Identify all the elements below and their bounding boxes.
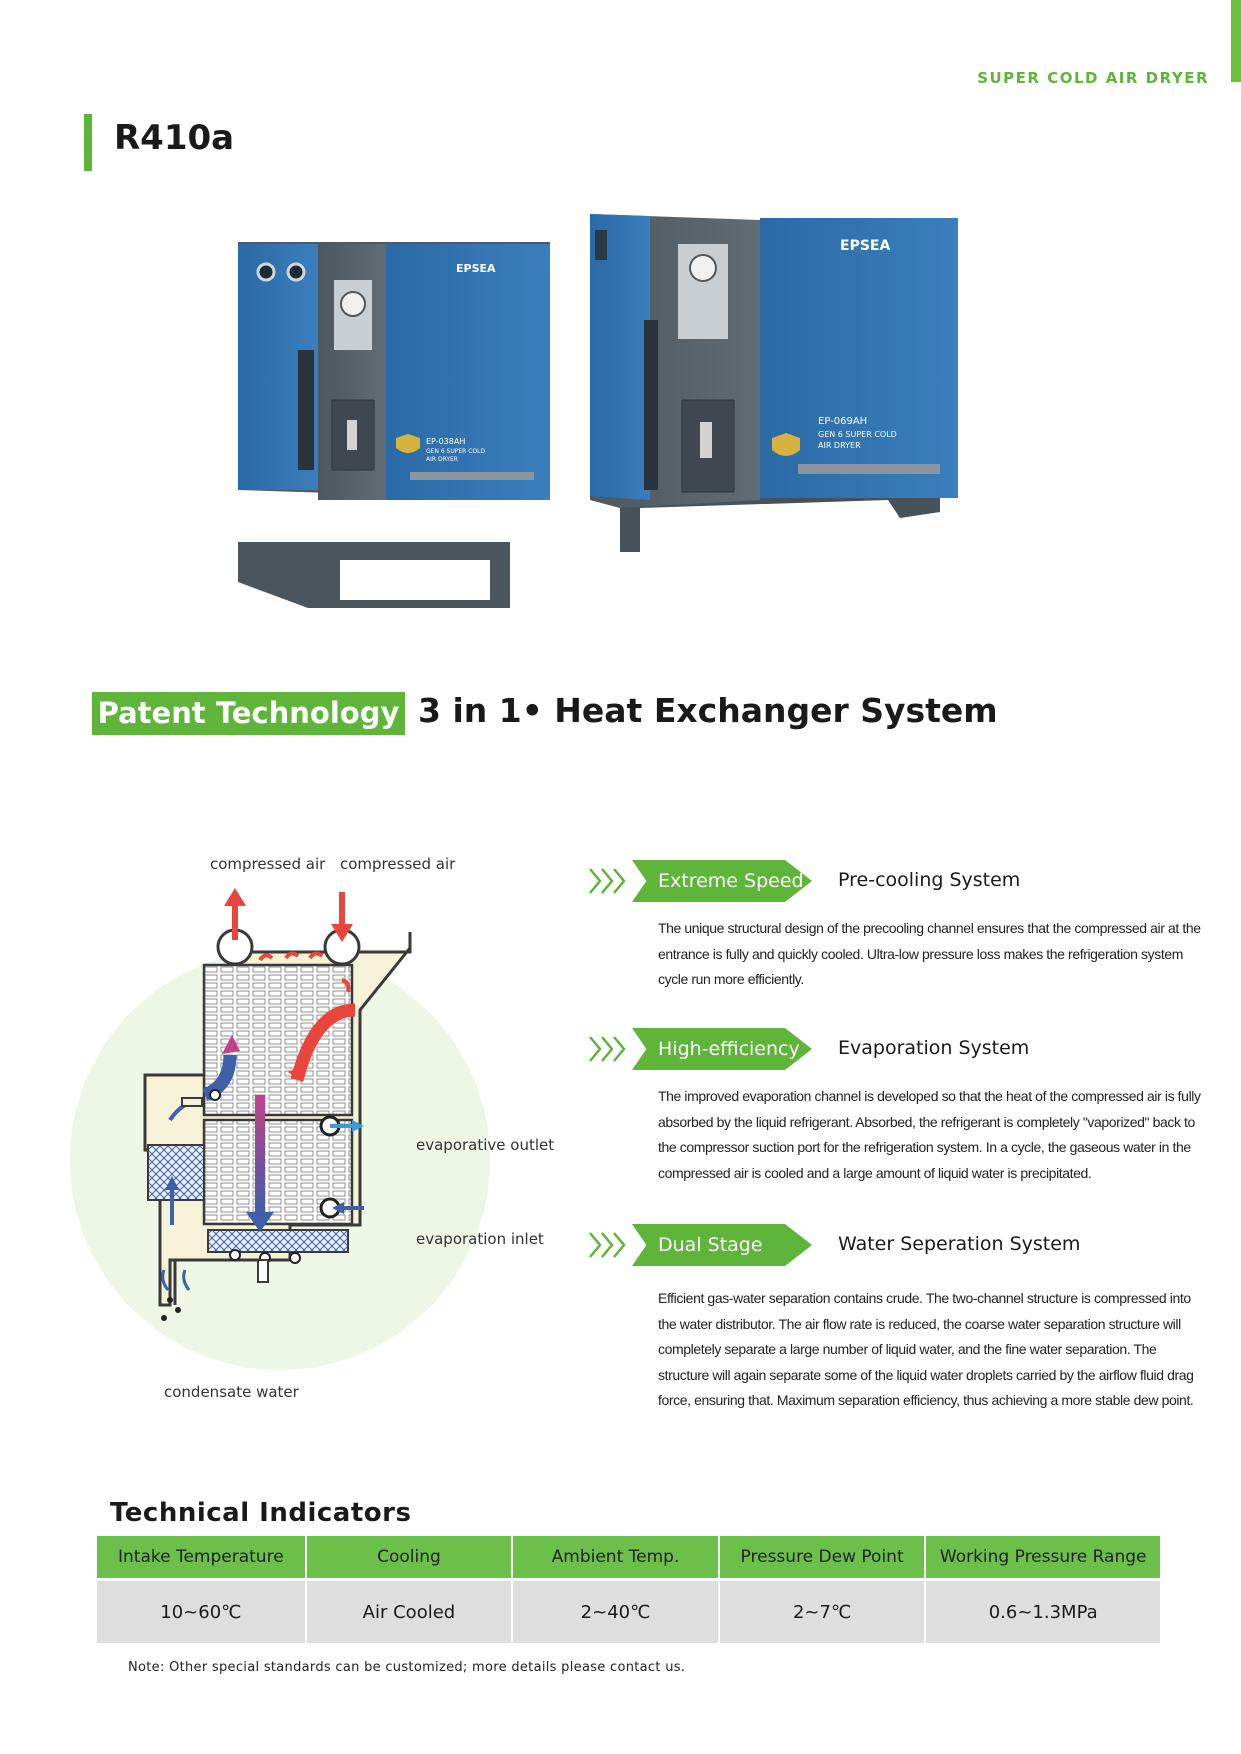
feature-tag: Extreme Speed (632, 860, 812, 902)
evaporator-core-arrow (255, 1095, 265, 1215)
header-intake-temperature: Intake Temperature (97, 1536, 305, 1578)
page-title: R410a (114, 118, 235, 158)
patent-badge: Patent Technology (92, 692, 405, 735)
feature-body: The improved evaporation channel is deve… (658, 1088, 1201, 1181)
technical-header-row: Intake Temperature Cooling Ambient Temp.… (97, 1536, 1160, 1578)
product-2-model: EP-069AH (818, 416, 867, 427)
value-cooling: Air Cooled (306, 1578, 512, 1643)
precooler-fin-block (202, 963, 354, 1117)
product-2-line1: GEN 6 SUPER COLD (818, 430, 897, 439)
dryer-unit-large: EPSEA EP-069AH GEN 6 SUPER COLD AIR DRYE… (590, 214, 958, 552)
feature-body: The unique structural design of the prec… (658, 920, 1201, 987)
header-pressure-dew-point: Pressure Dew Point (719, 1536, 925, 1578)
hot-flow-arrow (290, 1003, 356, 1082)
product-2-line2: AIR DRYER (818, 441, 861, 450)
header-ambient-temp: Ambient Temp. (513, 1536, 718, 1578)
product-1-line2: AIR DRYER (426, 456, 458, 463)
label-condensate-water: condensate water (164, 1383, 299, 1401)
feature-title: Evaporation System (838, 1037, 1030, 1059)
cooled-flow-arrow (202, 1054, 237, 1102)
value-ambient-temp: 2~40℃ (513, 1578, 718, 1643)
header-working-pressure-range: Working Pressure Range (926, 1536, 1160, 1578)
feature-title: Water Seperation System (838, 1233, 1081, 1255)
feature-tag: Dual Stage (632, 1224, 812, 1266)
product-2-brand: EPSEA (840, 238, 890, 254)
coarse-separator-mesh (147, 1144, 205, 1201)
label-compressed-air-in: compressed air (340, 855, 456, 873)
feature-title: Pre-cooling System (838, 869, 1021, 891)
technical-table: Intake Temperature Cooling Ambient Temp.… (95, 1536, 1162, 1643)
title-accent-bar (84, 114, 92, 171)
header-category: SUPER COLD AIR DRYER (977, 69, 1209, 87)
product-1-line1: GEN 6 SUPER COLD (426, 448, 486, 455)
label-compressed-air-out: compressed air (210, 855, 326, 873)
heat-exchanger-diagram (70, 888, 490, 1370)
chevron-icon (589, 1036, 626, 1062)
label-evaporative-outlet: evaporative outlet (416, 1136, 555, 1154)
value-working-pressure-range: 0.6~1.3MPa (926, 1578, 1160, 1643)
technical-note: Note: Other special standards can be cus… (128, 1660, 686, 1675)
product-1-brand: EPSEA (456, 262, 496, 275)
feature-water-separation: Dual Stage Water Seperation System Effic… (588, 1224, 1208, 1444)
feature-evaporation: High-efficiency Evaporation System The i… (588, 1028, 1208, 1198)
fine-separator-mesh (207, 1229, 349, 1253)
air-in-arrow (331, 892, 353, 942)
feature-tag: High-efficiency (632, 1028, 812, 1070)
technical-title: Technical Indicators (110, 1498, 412, 1528)
edge-accent-bar (1231, 0, 1241, 82)
value-intake-temperature: 10~60℃ (97, 1578, 305, 1643)
header-cooling: Cooling (306, 1536, 512, 1578)
air-out-arrow (224, 888, 246, 940)
dryer-unit-small: EPSEA EP-038AH GEN 6 SUPER COLD AIR DRYE… (238, 242, 550, 608)
technical-value-row: 10~60℃ Air Cooled 2~40℃ 2~7℃ 0.6~1.3MPa (97, 1578, 1160, 1643)
label-evaporation-inlet: evaporation inlet (416, 1230, 544, 1248)
chevron-icon (589, 1232, 626, 1258)
product-images: EPSEA EP-038AH GEN 6 SUPER COLD AIR DRYE… (238, 214, 958, 608)
value-pressure-dew-point: 2~7℃ (719, 1578, 925, 1643)
chevron-icon (589, 868, 626, 894)
product-1-model: EP-038AH (426, 437, 465, 446)
feature-body: Efficient gas-water separation contains … (658, 1290, 1194, 1408)
patent-heading: 3 in 1• Heat Exchanger System (418, 691, 998, 730)
feature-precooling: Extreme Speed Pre-cooling System The uni… (588, 860, 1208, 1000)
